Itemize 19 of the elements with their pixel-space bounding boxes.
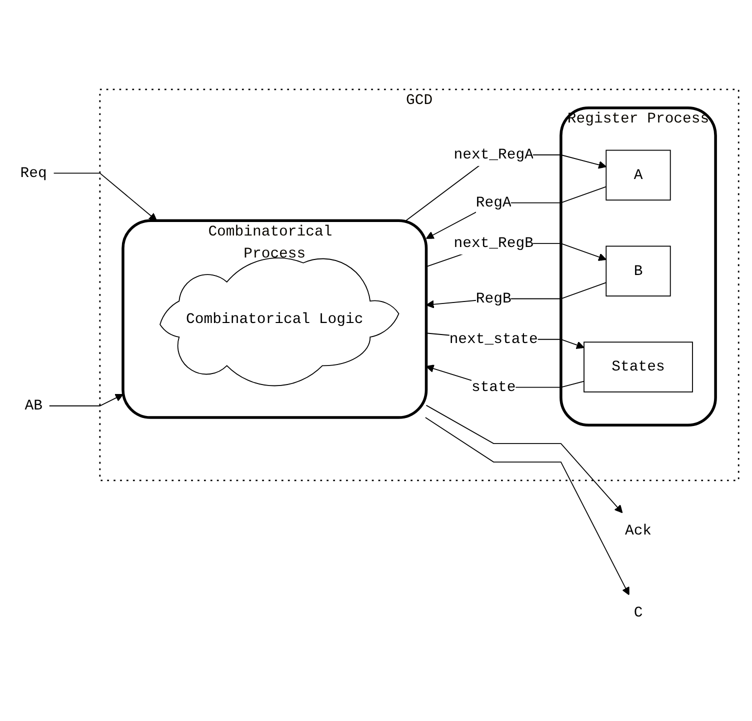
node-box: B	[606, 246, 671, 297]
arrow	[426, 405, 623, 514]
arrow	[406, 154, 607, 222]
edge-label: RegA	[476, 194, 512, 212]
node-text: Req	[20, 165, 47, 182]
edge-label: next_RegA	[454, 146, 534, 164]
node-box: States	[584, 342, 693, 393]
node-text: AB	[24, 398, 42, 415]
edge-label: next_state	[449, 331, 538, 348]
edge-label: state	[471, 379, 516, 396]
node-text: Ack	[624, 522, 652, 540]
arrow	[426, 186, 607, 240]
node-box: A	[606, 150, 671, 201]
arrow	[48, 394, 124, 407]
node-text: C	[634, 604, 643, 622]
arrow	[53, 173, 158, 222]
arrow	[424, 417, 630, 596]
edge-label: next_RegB	[454, 236, 534, 252]
edge-label: RegB	[476, 290, 512, 308]
